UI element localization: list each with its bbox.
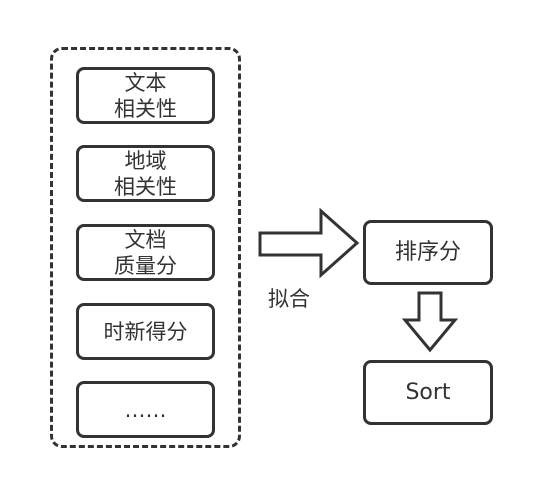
- factor-region-relevance: 地域 相关性: [76, 145, 215, 202]
- factor-freshness-score: 时新得分: [76, 303, 215, 360]
- right-arrow-icon: [258, 207, 360, 279]
- down-arrow-icon: [401, 291, 459, 353]
- factor-group-border: [50, 47, 241, 448]
- factor-document-quality: 文档 质量分: [76, 224, 215, 281]
- sort-box: Sort: [363, 360, 493, 425]
- factor-text-relevance: 文本 相关性: [76, 67, 215, 124]
- factor-more: ……: [76, 381, 215, 438]
- ranking-score-box: 排序分: [363, 220, 493, 285]
- fit-label: 拟合: [268, 287, 310, 311]
